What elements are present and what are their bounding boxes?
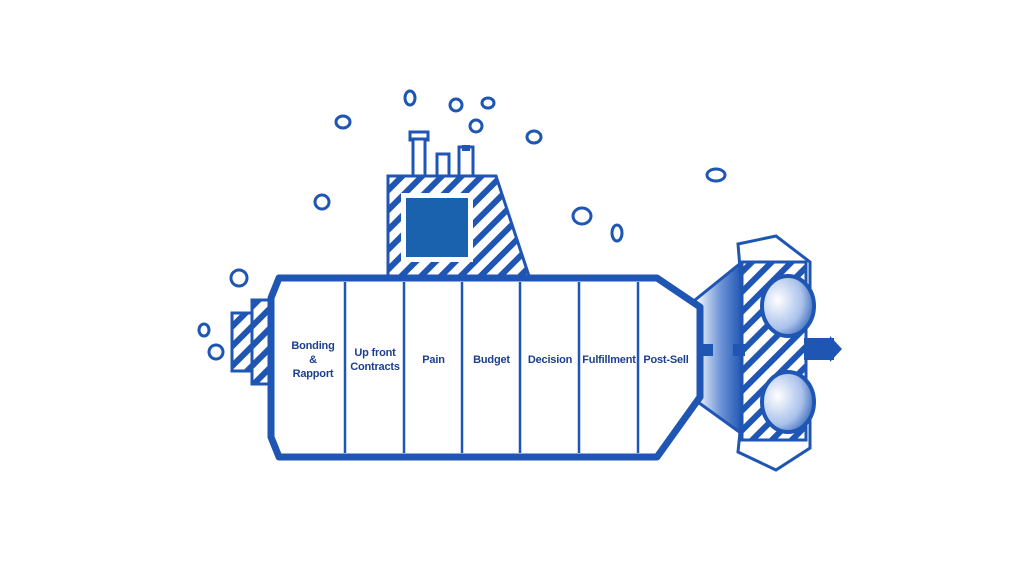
- stage-label-bonding-rapport: Bonding & Rapport: [291, 340, 335, 380]
- bubble: [197, 322, 211, 338]
- tail-port: [733, 344, 745, 356]
- stage-label-decision: Decision: [527, 354, 573, 366]
- tail-section: [693, 234, 842, 472]
- stage-label-budget: Budget: [473, 354, 510, 366]
- bubble: [525, 129, 543, 145]
- tail-port: [703, 344, 713, 356]
- conning-tower: [386, 174, 532, 278]
- periscope: [408, 130, 475, 179]
- stage-label-pain: Pain: [422, 354, 445, 366]
- bubbles: [197, 89, 727, 361]
- propeller: [760, 274, 816, 434]
- bubble: [313, 193, 331, 211]
- bubble: [468, 118, 484, 134]
- hull-dividers: [343, 282, 640, 453]
- stage-label-post-sell: Post-Sell: [643, 354, 689, 366]
- hull: [267, 274, 704, 461]
- bubble: [207, 343, 225, 361]
- stage-label-fulfillment: Fulfillment: [582, 354, 636, 366]
- bubble: [229, 268, 249, 288]
- bubble: [571, 206, 593, 226]
- bubble: [403, 89, 417, 107]
- bubble: [448, 97, 464, 113]
- tower-window: [406, 198, 468, 257]
- bubble: [480, 96, 496, 110]
- stage-label-up-front-contracts: Up front Contracts: [350, 347, 400, 373]
- bubble: [610, 223, 624, 243]
- bubble: [334, 114, 352, 130]
- bubble: [705, 167, 727, 183]
